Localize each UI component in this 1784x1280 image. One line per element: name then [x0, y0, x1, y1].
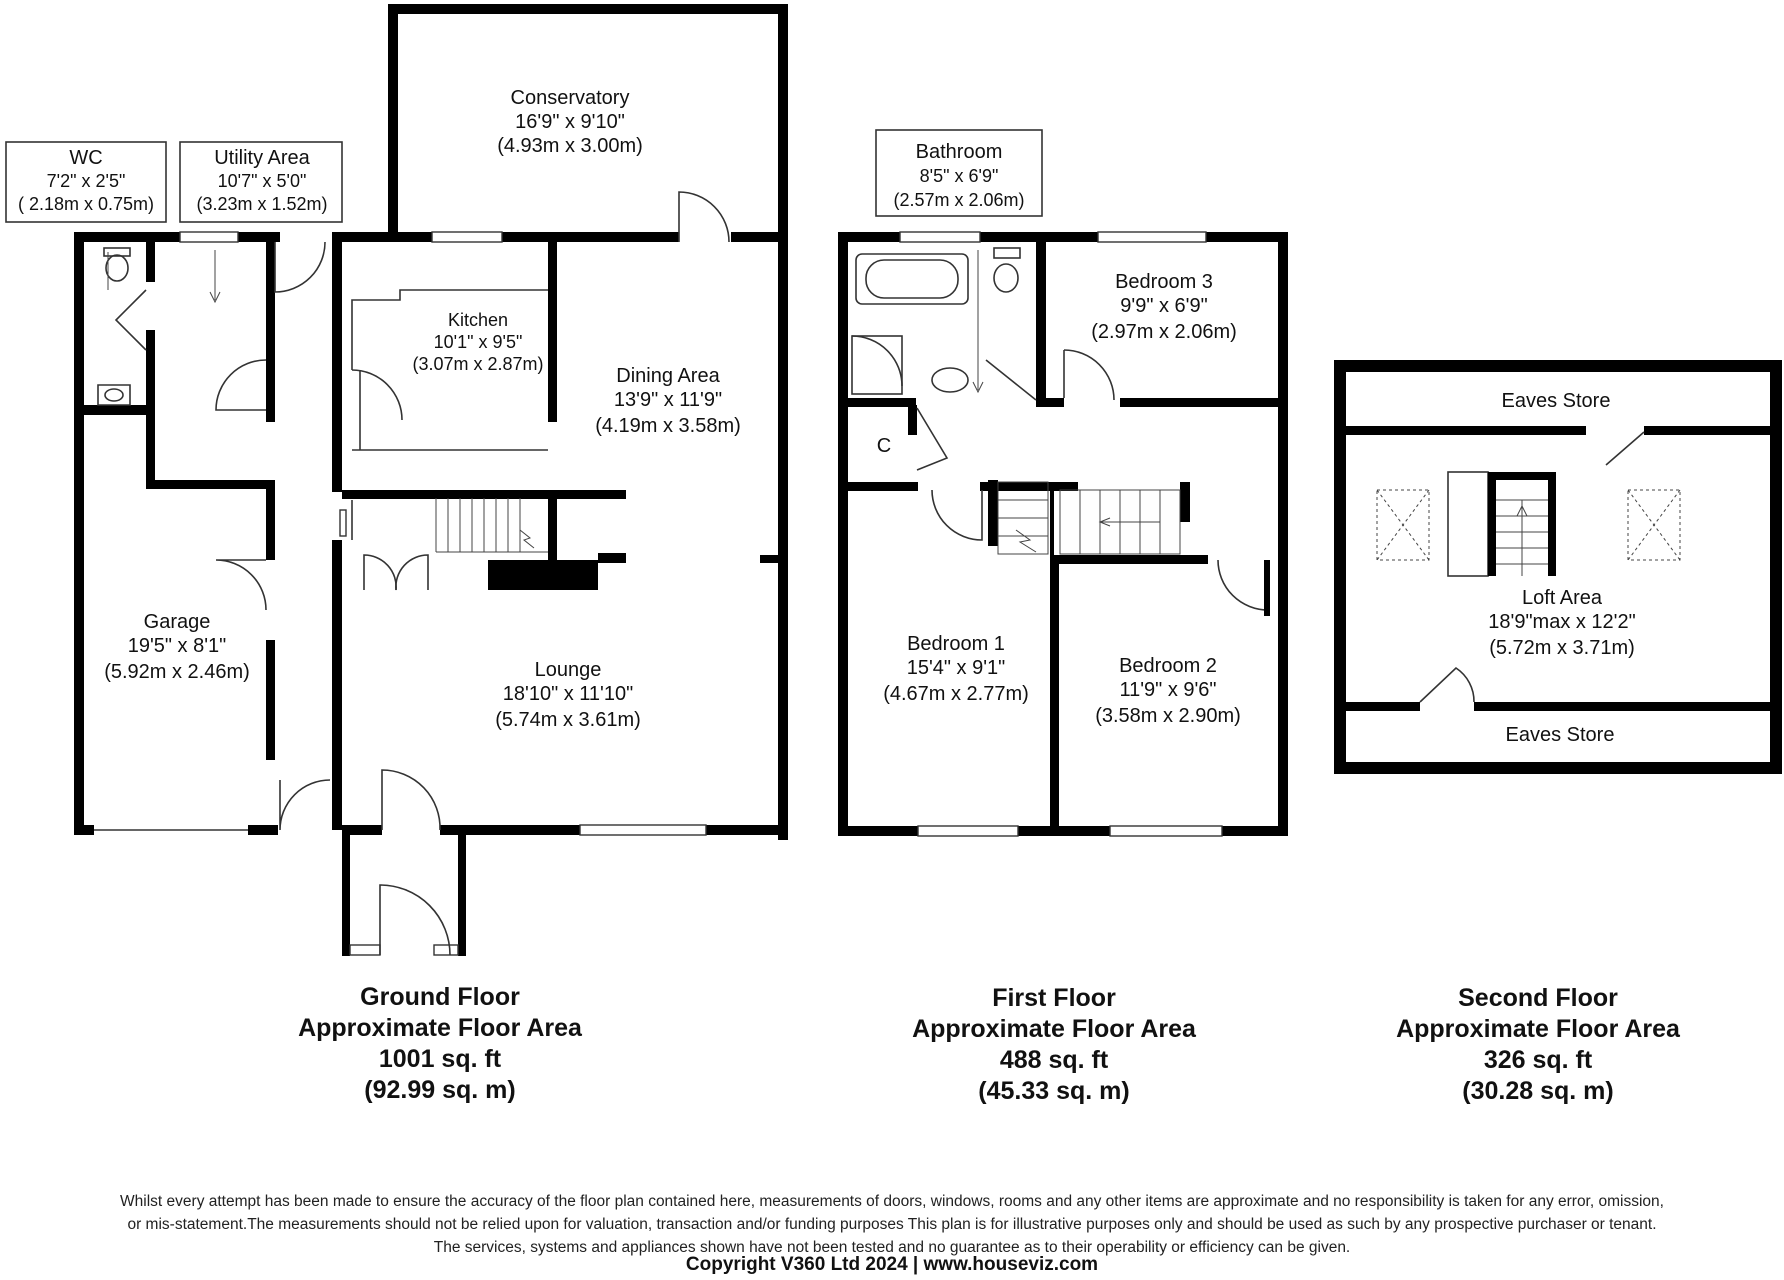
bedroom3-name: Bedroom 3 — [1115, 271, 1213, 293]
lounge-metric: (5.74m x 3.61m) — [495, 709, 641, 731]
second-floor-caption: Approximate Floor Area — [1396, 1015, 1681, 1043]
bedroom3-metric: (2.97m x 2.06m) — [1091, 321, 1237, 343]
cupboard-name: C — [877, 435, 891, 457]
lounge-imperial: 18'10" x 11'10" — [503, 683, 633, 705]
bathroom-imperial: 8'5" x 6'9" — [920, 166, 999, 186]
garage-metric: (5.92m x 2.46m) — [104, 661, 250, 683]
conservatory-imperial: 16'9" x 9'10" — [515, 111, 625, 133]
bedroom2-imperial: 11'9" x 9'6" — [1119, 679, 1216, 701]
second-floor-title: Second Floor — [1458, 984, 1618, 1012]
bedroom2-name: Bedroom 2 — [1119, 655, 1217, 677]
floor-area-summaries: Ground Floor Approximate Floor Area 1001… — [298, 983, 1681, 1105]
lounge-name: Lounge — [535, 659, 602, 681]
bedroom2-metric: (3.58m x 2.90m) — [1095, 705, 1241, 727]
conservatory-metric: (4.93m x 3.00m) — [497, 135, 643, 157]
kitchen-imperial: 10'1" x 9'5" — [434, 332, 523, 352]
disclaimer-line-2: or mis-statement.The measurements should… — [127, 1216, 1657, 1233]
loft-imperial: 18'9"max x 12'2" — [1488, 611, 1635, 633]
wc-name: WC — [69, 147, 102, 169]
second-floor-plan — [1334, 360, 1782, 774]
disclaimer-line-1: Whilst every attempt has been made to en… — [120, 1193, 1664, 1210]
bedroom1-metric: (4.67m x 2.77m) — [883, 683, 1029, 705]
eaves-store-bottom-name: Eaves Store — [1506, 724, 1615, 746]
conservatory-name: Conservatory — [511, 87, 630, 109]
first-floor-caption: Approximate Floor Area — [912, 1015, 1197, 1043]
utility-imperial: 10'7" x 5'0" — [218, 171, 307, 191]
first-floor-plan — [838, 231, 1288, 837]
first-floor-sqm: (45.33 sq. m) — [978, 1077, 1129, 1105]
ground-floor-caption: Approximate Floor Area — [298, 1014, 583, 1042]
kitchen-name: Kitchen — [448, 310, 508, 330]
garage-imperial: 19'5" x 8'1" — [128, 635, 227, 657]
wc-metric: ( 2.18m x 0.75m) — [18, 194, 154, 214]
utility-metric: (3.23m x 1.52m) — [196, 194, 327, 214]
ground-floor-title: Ground Floor — [360, 983, 520, 1011]
disclaimer-line-3: The services, systems and appliances sho… — [433, 1239, 1351, 1256]
first-floor-title: First Floor — [992, 984, 1116, 1012]
kitchen-metric: (3.07m x 2.87m) — [412, 354, 543, 374]
utility-name: Utility Area — [214, 147, 310, 169]
first-floor-sqft: 488 sq. ft — [1000, 1046, 1109, 1074]
ground-floor-sqft: 1001 sq. ft — [379, 1045, 502, 1073]
loft-metric: (5.72m x 3.71m) — [1489, 637, 1635, 659]
dining-imperial: 13'9" x 11'9" — [614, 389, 722, 411]
garage-name: Garage — [144, 611, 211, 633]
second-floor-sqm: (30.28 sq. m) — [1462, 1077, 1613, 1105]
wc-imperial: 7'2" x 2'5" — [47, 171, 126, 191]
ground-floor-plan — [74, 4, 788, 956]
second-floor-sqft: 326 sq. ft — [1484, 1046, 1593, 1074]
bedroom3-imperial: 9'9" x 6'9" — [1120, 295, 1207, 317]
dining-name: Dining Area — [616, 365, 720, 387]
room-labels: WC 7'2" x 2'5" ( 2.18m x 0.75m) Utility … — [5, 87, 1636, 746]
bathroom-metric: (2.57m x 2.06m) — [893, 190, 1024, 210]
loft-name: Loft Area — [1522, 587, 1603, 609]
copyright-notice: Copyright V360 Ltd 2024 | www.houseviz.c… — [685, 1254, 1099, 1275]
eaves-store-top-name: Eaves Store — [1502, 390, 1611, 412]
ground-floor-sqm: (92.99 sq. m) — [364, 1076, 515, 1104]
bedroom1-imperial: 15'4" x 9'1" — [907, 657, 1006, 679]
bedroom1-name: Bedroom 1 — [907, 633, 1005, 655]
bathroom-name: Bathroom — [916, 141, 1003, 163]
dining-metric: (4.19m x 3.58m) — [595, 415, 741, 437]
